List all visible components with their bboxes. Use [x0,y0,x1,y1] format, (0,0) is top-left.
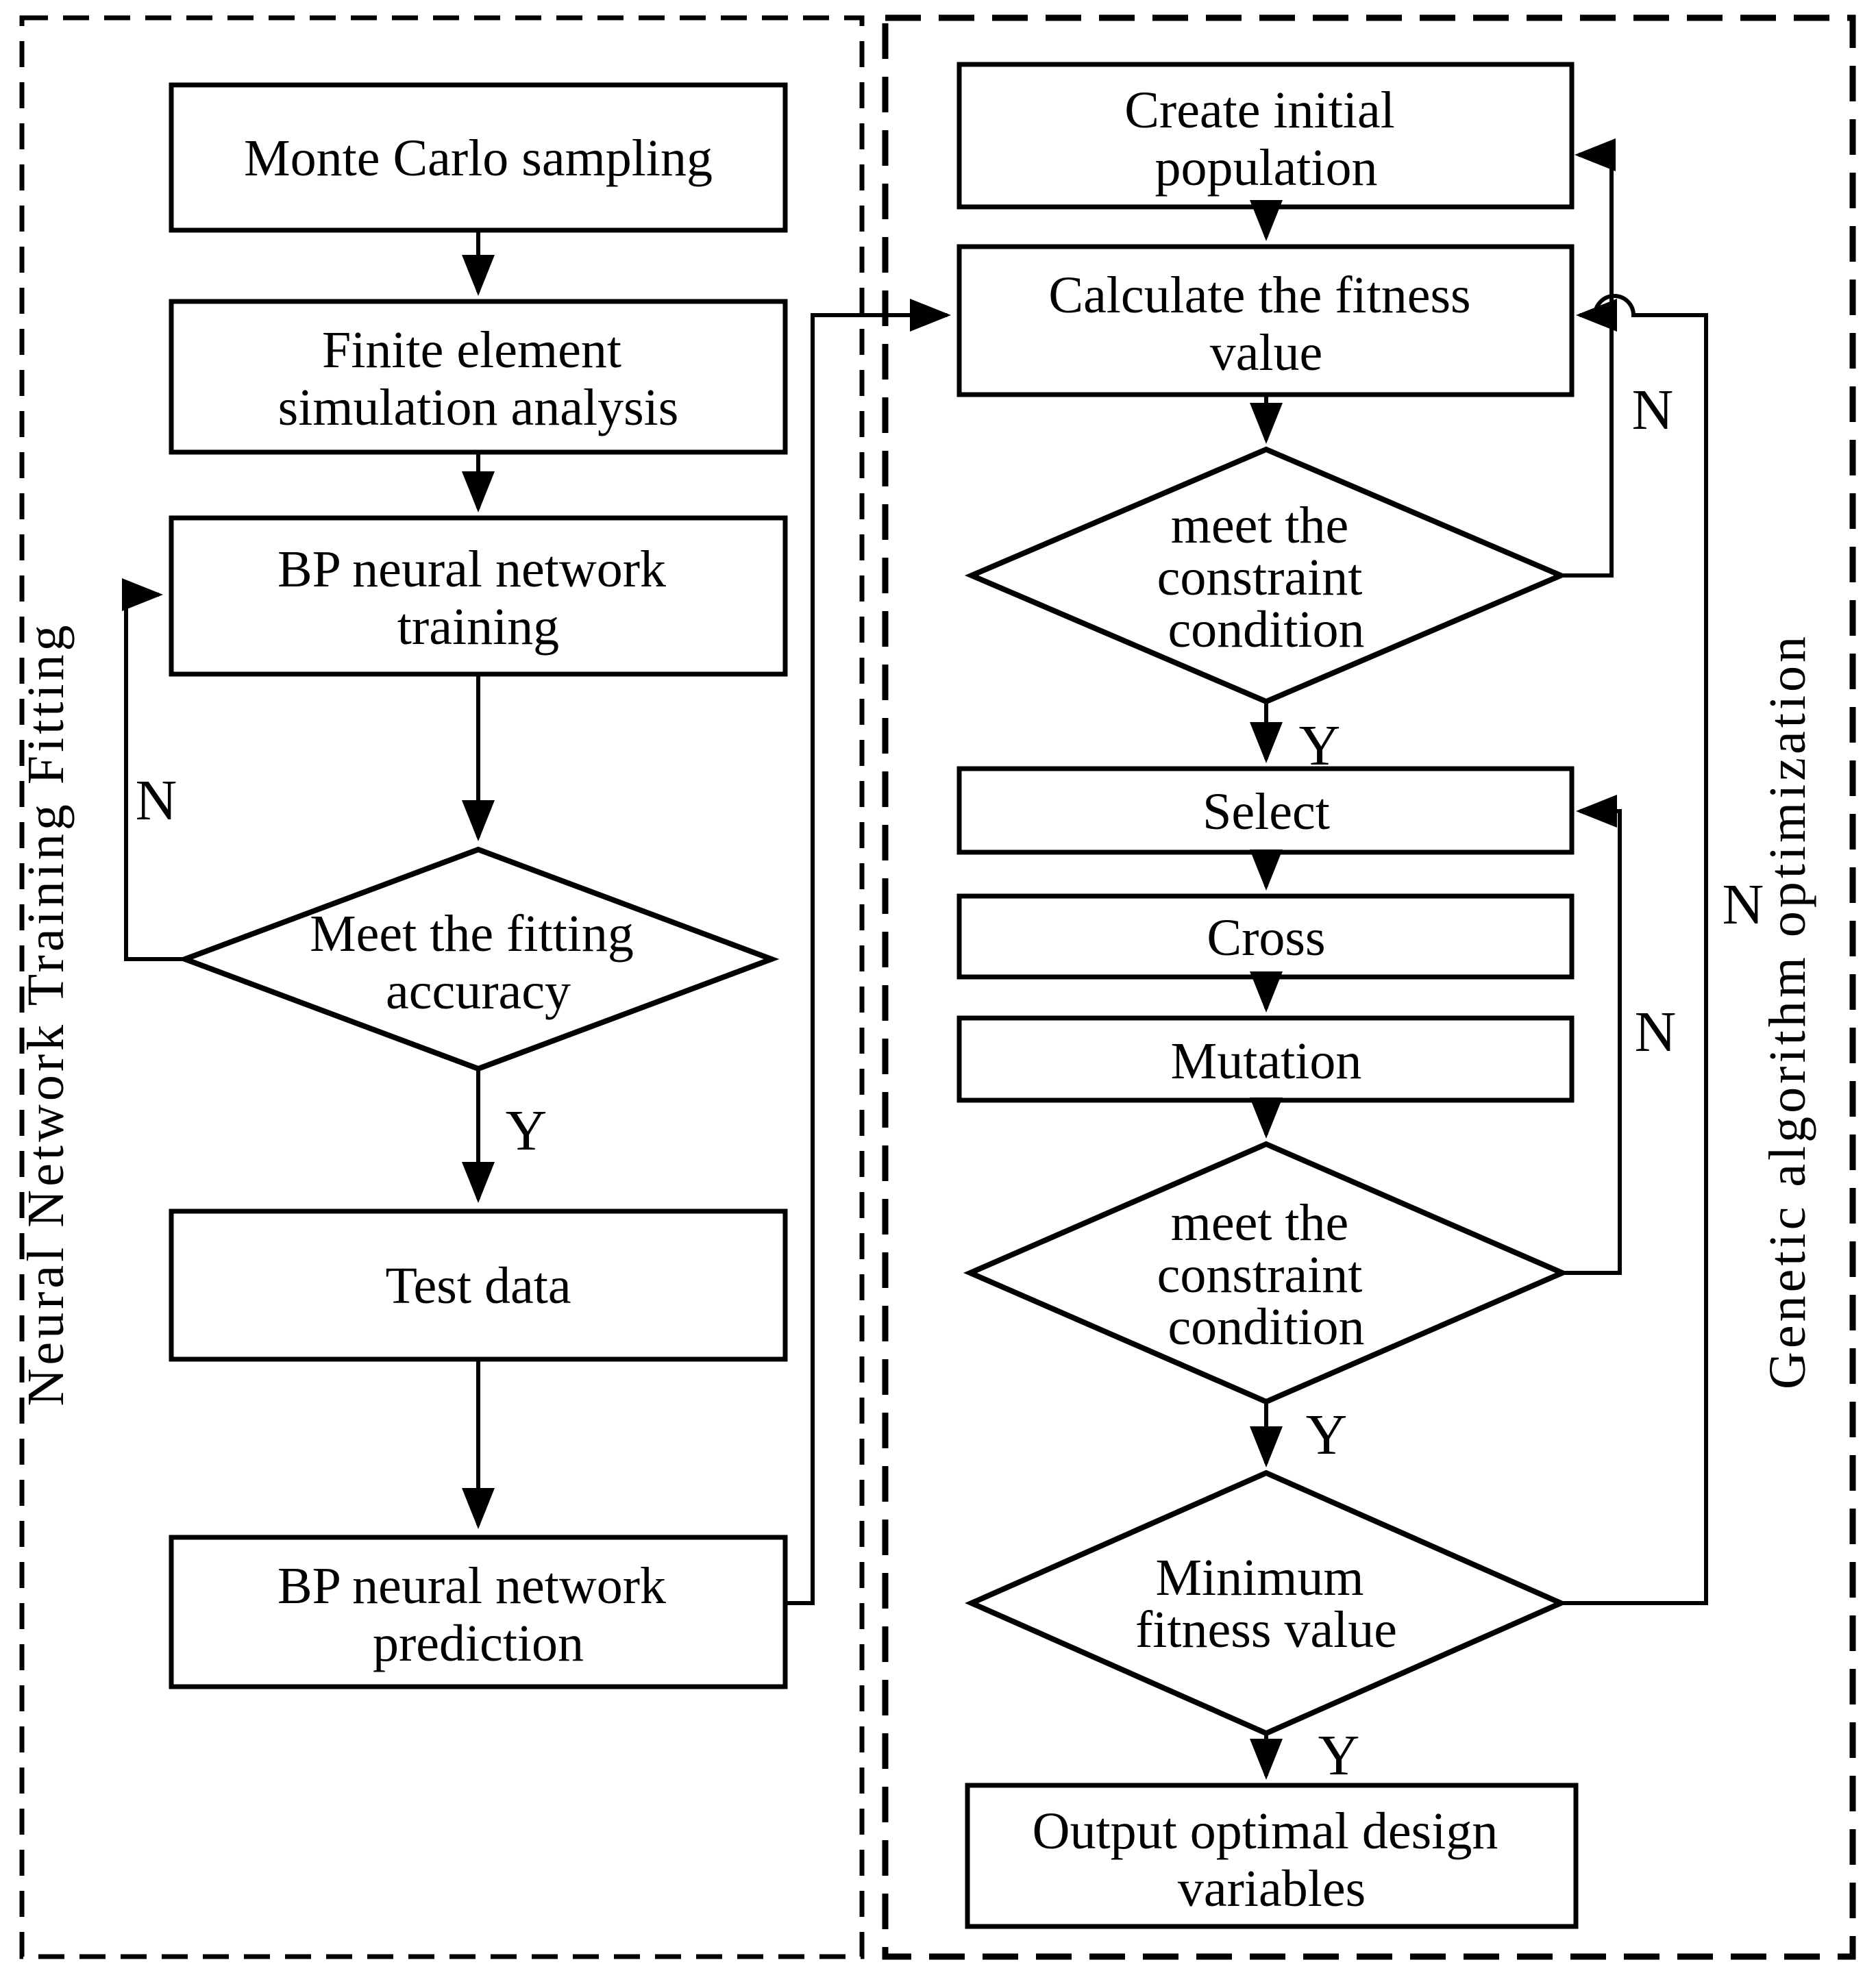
fitting-accuracy-label: Meet the fitting accuracy [310,905,647,1020]
constraint2-label: meet the constraint condition [1157,1194,1376,1356]
select-label: Select [1202,783,1330,841]
monte-carlo-label: Monte Carlo sampling [244,129,713,187]
output-box [965,1783,1579,1929]
constraint1-label: meet the constraint condition [1157,497,1376,658]
n-loop-fitting-to-training [122,578,185,961]
create-population-label: Create initial population [1124,82,1408,197]
y-label-constraint2: Y [1306,1403,1348,1467]
y-label-minimum: Y [1318,1724,1360,1787]
cross-box [956,893,1575,980]
n-loop-constraint1-to-create [1561,138,1616,578]
monte-carlo-box [169,82,788,233]
right-panel-border [882,14,1856,1960]
left-panel-label: Neural Network Training Fitting [17,621,75,1406]
calculate-fitness-label: Calculate the fitness value [1048,266,1483,382]
finite-element-label: Finite element simulation analysis [278,321,679,436]
finite-element-box [169,299,788,455]
mutation-label: Mutation [1171,1032,1362,1090]
minimum-fitness-label: Minimum fitness value [1135,1549,1397,1659]
n-label-fitting: N [136,769,177,832]
output-label: Output optimal design variables [1033,1802,1511,1918]
left-panel-border [19,15,865,1959]
connector-prediction-to-fitness [785,299,951,1605]
n-label-minimum: N [1723,873,1764,937]
bp-training-label: BP neural network training [277,541,679,656]
y-label-fitting: Y [506,1099,547,1163]
n-label-constraint2: N [1635,1000,1677,1064]
create-population-box [956,62,1575,210]
bp-prediction-label: BP neural network prediction [277,1557,679,1672]
bp-prediction-box [169,1535,788,1689]
n-loop-constraint2-to-select [1562,795,1622,1275]
cross-label: Cross [1207,909,1325,967]
n-loop-minimum-to-calculate [1561,294,1708,1605]
test-data-label: Test data [385,1257,571,1315]
test-data-box [169,1208,788,1362]
n-label-constraint1: N [1632,378,1674,442]
bp-training-box [169,515,788,677]
right-panel-label: Genetic algorithm optimization [1759,633,1816,1389]
